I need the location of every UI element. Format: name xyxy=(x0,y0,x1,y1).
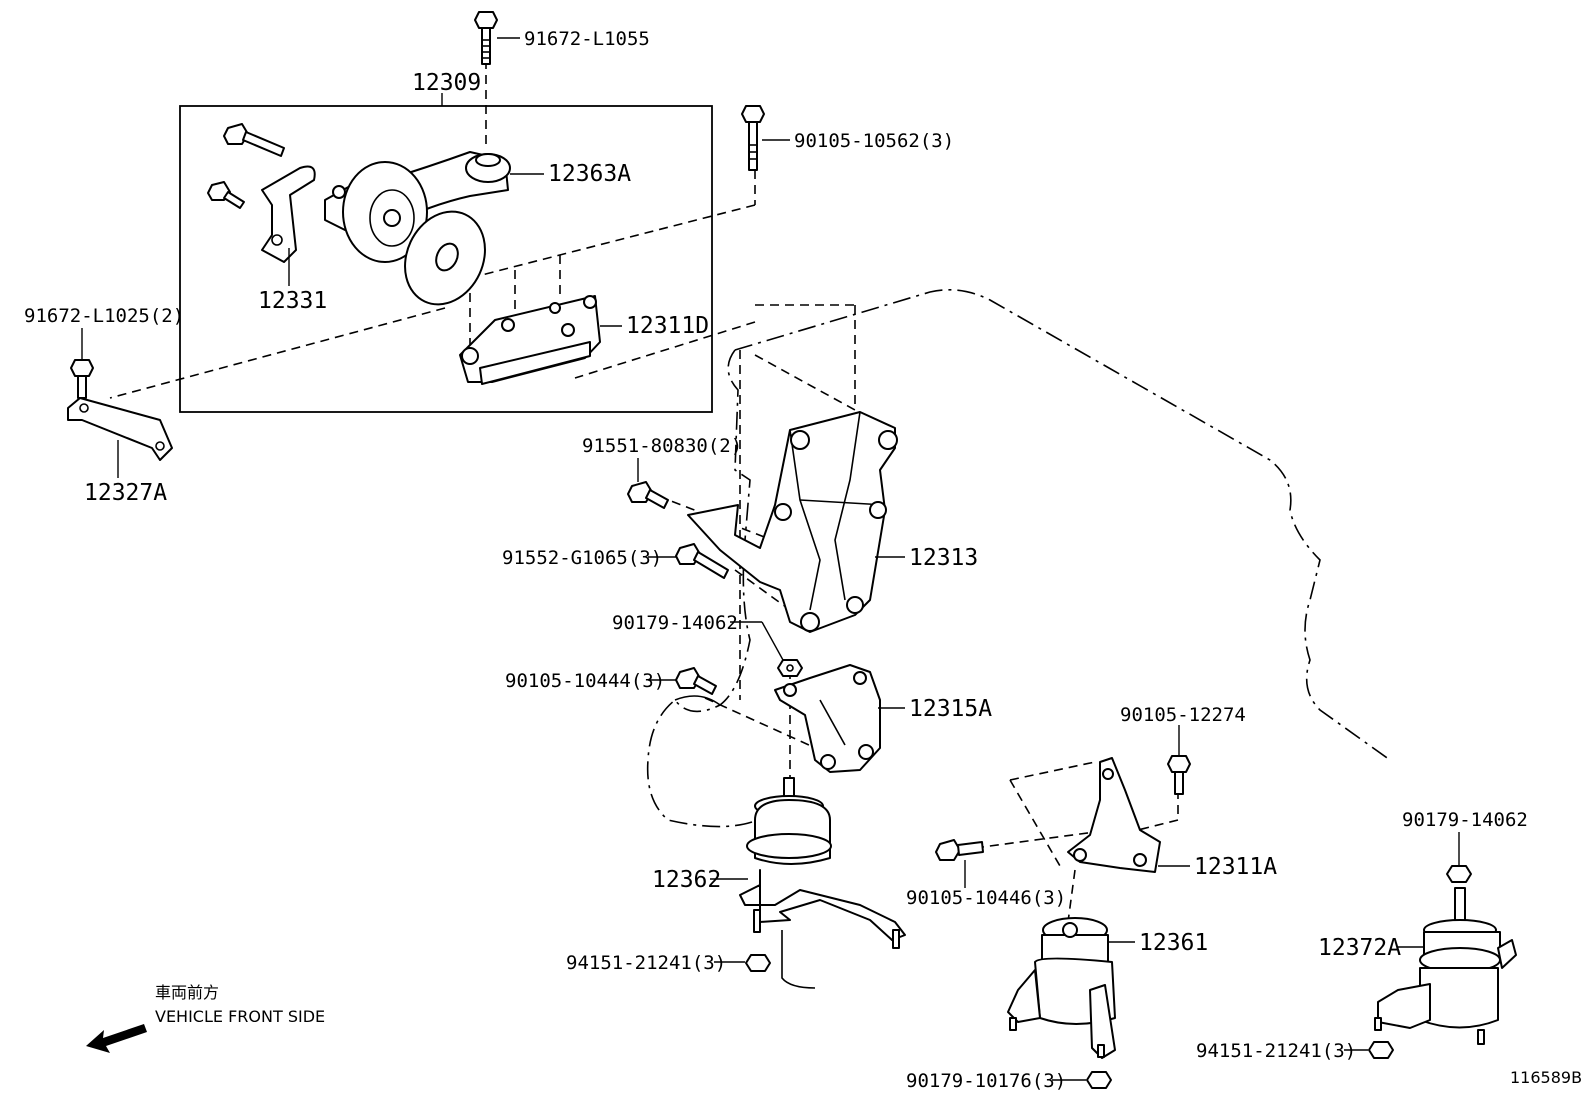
label-12327A: 12327A xyxy=(84,480,167,506)
engine-outline xyxy=(734,289,1391,761)
bolt-91551-80830 xyxy=(627,481,669,509)
bolt-90105-10446 xyxy=(935,839,984,861)
label-12372A: 12372A xyxy=(1318,935,1401,961)
nut-90179-10176 xyxy=(1086,1071,1112,1089)
nut-94151-21241-a xyxy=(745,954,771,972)
nut-94151-21241-b xyxy=(1368,1041,1394,1059)
label-90179-10176: 90179-10176(3) xyxy=(906,1070,1066,1092)
nut-90179-14062-a xyxy=(777,659,803,677)
part-12311D-bracket xyxy=(459,295,601,385)
label-90179-14062-b: 90179-14062 xyxy=(1402,809,1528,831)
legend-japanese: 車両前方 xyxy=(155,983,219,1002)
label-91672-L1025: 91672-L1025(2) xyxy=(24,305,184,327)
part-12361-mount xyxy=(1007,917,1116,1059)
part-12362-mount xyxy=(739,777,906,949)
part-12331-bracket xyxy=(207,123,316,263)
label-12311A: 12311A xyxy=(1194,854,1277,880)
bolt-91672-L1025 xyxy=(70,359,94,399)
leader-90179-14062-a2 xyxy=(761,621,784,661)
label-12361: 12361 xyxy=(1139,930,1208,956)
legend-english: VEHICLE FRONT SIDE xyxy=(155,1007,325,1026)
bolt-91672-L1055 xyxy=(474,11,498,65)
label-94151-21241-b: 94151-21241(3) xyxy=(1196,1040,1356,1062)
part-12363A-torque-rod xyxy=(324,151,511,263)
label-12309: 12309 xyxy=(412,70,481,96)
front-arrow-icon xyxy=(86,1024,147,1053)
part-12313-bracket xyxy=(687,411,898,633)
label-90179-14062-a: 90179-14062 xyxy=(612,612,738,634)
bolt-91552-G1065 xyxy=(675,543,729,579)
label-12313: 12313 xyxy=(909,545,978,571)
label-91551-80830: 91551-80830(2) xyxy=(582,435,742,457)
part-12315A-bracket xyxy=(774,664,881,773)
bolt-90105-12274 xyxy=(1167,755,1191,795)
label-12315A: 12315A xyxy=(909,696,992,722)
label-91552-G1065: 91552-G1065(3) xyxy=(502,547,662,569)
figure-id: 116589B xyxy=(1510,1068,1582,1087)
transaxle-curve xyxy=(674,695,721,706)
engine-front-outline xyxy=(646,349,753,828)
label-12331: 12331 xyxy=(258,288,327,314)
bolt-90105-10444 xyxy=(675,667,717,695)
label-12362: 12362 xyxy=(652,867,721,893)
part-12327A-bracket xyxy=(67,397,173,461)
label-90105-10444: 90105-10444(3) xyxy=(505,670,665,692)
part-12311A-bracket xyxy=(1067,757,1161,873)
subframe-line xyxy=(781,930,816,989)
label-90105-10562: 90105-10562(3) xyxy=(794,130,954,152)
assembly-box-12309 xyxy=(179,105,713,413)
label-90105-10446: 90105-10446(3) xyxy=(906,887,1066,909)
bolt-90105-10562 xyxy=(741,105,765,171)
label-91672-L1055: 91672-L1055 xyxy=(524,28,650,50)
label-90105-12274: 90105-12274 xyxy=(1120,704,1246,726)
label-12311D: 12311D xyxy=(626,313,709,339)
label-94151-21241-a: 94151-21241(3) xyxy=(566,952,726,974)
part-washer-disc xyxy=(404,210,486,306)
nut-90179-14062-b xyxy=(1446,865,1472,883)
part-12372A-mount xyxy=(1374,887,1517,1045)
label-12363A: 12363A xyxy=(548,161,631,187)
vehicle-front-legend: 車両前方 VEHICLE FRONT SIDE xyxy=(86,983,325,1053)
